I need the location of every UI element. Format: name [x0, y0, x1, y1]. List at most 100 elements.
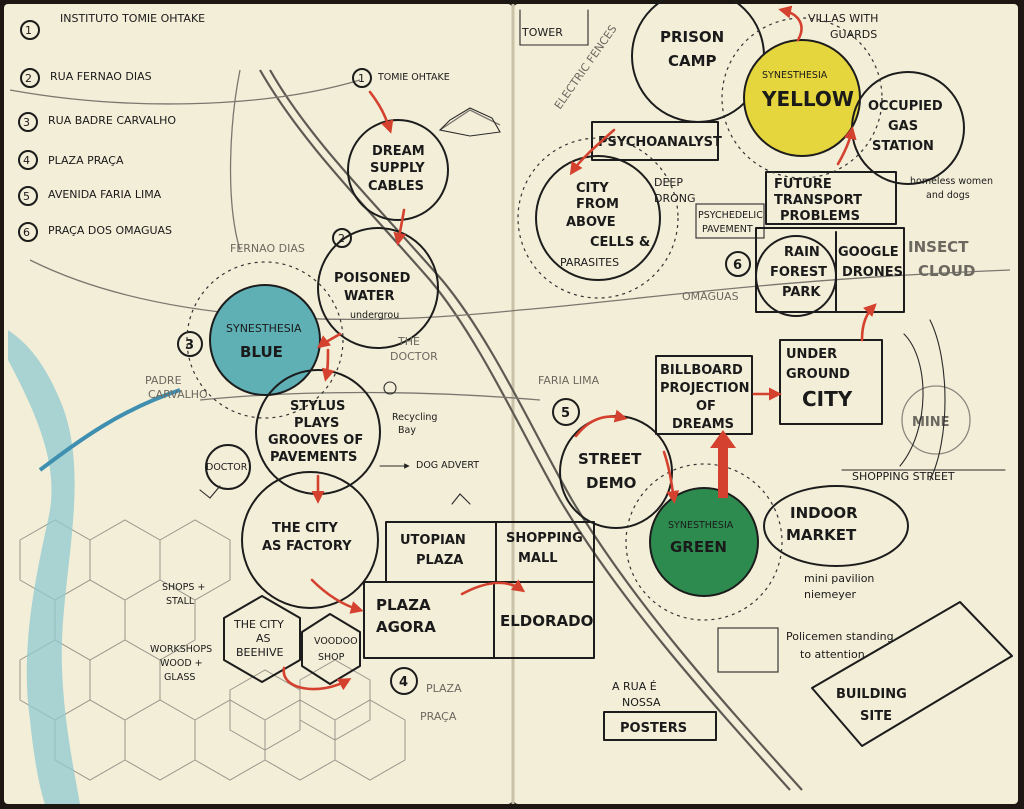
- label-padre: PADRE: [145, 374, 182, 387]
- svg-text:CAMP: CAMP: [668, 52, 717, 70]
- node-dream-supply: DREAM SUPPLY CABLES: [347, 119, 449, 221]
- node-indoor-market: INDOOR MARKET: [763, 485, 909, 567]
- legend-item-6: 6 PRAÇA DOS OMAGUAS: [18, 222, 172, 242]
- svg-text:and dogs: and dogs: [926, 190, 970, 201]
- label-workshops: WORKSHOPS WOOD + GLASS: [150, 644, 212, 683]
- marker-4: 4: [390, 667, 418, 695]
- legend-item-2: 2 RUA FERNAO DIAS: [20, 68, 152, 88]
- node-rain-forest: RAIN FOREST PARK GOOGLE DRONES: [755, 227, 905, 317]
- svg-text:VOODOO: VOODOO: [314, 636, 358, 647]
- svg-text:BEEHIVE: BEEHIVE: [236, 646, 283, 659]
- svg-text:GAS: GAS: [888, 119, 918, 134]
- svg-text:TRANSPORT: TRANSPORT: [774, 193, 862, 208]
- svg-text:6: 6: [23, 226, 30, 239]
- label-shops-stall: SHOPS + STALL: [162, 582, 205, 607]
- svg-text:Policemen standing: Policemen standing: [786, 630, 894, 643]
- svg-text:SHOPPING: SHOPPING: [506, 531, 583, 546]
- svg-text:CITY: CITY: [802, 387, 853, 411]
- svg-text:PARASITES: PARASITES: [560, 256, 619, 269]
- label-fernao-dias: FERNAO DIAS: [230, 242, 305, 255]
- svg-text:PLAZA: PLAZA: [416, 553, 463, 568]
- svg-text:SYNESTHESIA: SYNESTHESIA: [762, 70, 828, 81]
- svg-text:WATER: WATER: [344, 289, 395, 304]
- node-synesthesia-green: SYNESTHESIA GREEN: [649, 487, 759, 597]
- svg-text:GLASS: GLASS: [164, 672, 195, 683]
- svg-text:to attention: to attention: [800, 648, 865, 661]
- node-synesthesia-blue: SYNESTHESIA BLUE: [209, 284, 321, 396]
- node-doctor-small: DOCTOR: [205, 444, 251, 490]
- svg-text:2: 2: [25, 72, 32, 85]
- node-synesthesia-yellow: SYNESTHESIA YELLOW: [743, 39, 861, 157]
- red-arrows: [282, 5, 877, 691]
- svg-text:PAVEMENT: PAVEMENT: [702, 224, 753, 235]
- svg-text:SYNESTHESIA: SYNESTHESIA: [226, 322, 302, 335]
- svg-text:DOG ADVERT: DOG ADVERT: [416, 460, 479, 471]
- svg-text:AS: AS: [256, 632, 271, 645]
- svg-text:GOOGLE: GOOGLE: [838, 245, 899, 260]
- svg-text:INSECT: INSECT: [908, 238, 969, 256]
- svg-text:PSYCHEDELIC: PSYCHEDELIC: [698, 210, 763, 221]
- label-faria-lima: FARIA LIMA: [538, 374, 600, 387]
- svg-text:RAIN: RAIN: [784, 245, 820, 260]
- svg-text:DOCTOR: DOCTOR: [206, 462, 248, 473]
- node-city-above: CITY FROM ABOVE CELLS & PARASITES: [535, 155, 661, 281]
- svg-text:PLAZA: PLAZA: [376, 596, 431, 614]
- svg-text:UNDER: UNDER: [786, 347, 837, 362]
- svg-text:GROOVES OF: GROOVES OF: [268, 433, 363, 448]
- svg-text:STATION: STATION: [872, 139, 934, 154]
- marker-3: 3: [177, 331, 203, 357]
- svg-text:WOOD +: WOOD +: [160, 658, 203, 669]
- svg-text:SHOP: SHOP: [318, 652, 345, 663]
- label-deep-drone: DEEP DRONG: [654, 176, 696, 205]
- label-dog-advert: DOG ADVERT: [379, 460, 479, 471]
- svg-text:MARKET: MARKET: [786, 526, 857, 544]
- svg-text:TOMIE OHTAKE: TOMIE OHTAKE: [377, 72, 450, 83]
- svg-text:GROUND: GROUND: [786, 367, 850, 382]
- svg-text:CLOUD: CLOUD: [918, 262, 975, 280]
- svg-text:UTOPIAN: UTOPIAN: [400, 533, 466, 548]
- svg-text:Bay: Bay: [398, 425, 416, 436]
- node-psychoanalyst: PSYCHOANALYST: [591, 121, 722, 161]
- svg-text:RUA FERNAO DIAS: RUA FERNAO DIAS: [50, 70, 152, 83]
- node-city-factory: THE CITY AS FACTORY: [241, 471, 379, 609]
- svg-text:CITY: CITY: [576, 181, 609, 196]
- svg-text:5: 5: [23, 190, 30, 203]
- svg-text:PRAÇA DOS OMAGUAS: PRAÇA DOS OMAGUAS: [48, 224, 172, 237]
- svg-text:DREAMS: DREAMS: [672, 417, 734, 432]
- node-underground-city: UNDER GROUND CITY: [779, 339, 883, 425]
- svg-text:A RUA É: A RUA É: [612, 680, 657, 693]
- label-carvalho: CARVALHO: [148, 388, 208, 401]
- svg-text:STALL: STALL: [166, 596, 195, 607]
- marker-5: 5: [552, 398, 580, 426]
- label-tower: TOWER: [519, 9, 589, 46]
- svg-text:INSTITUTO TOMIE OHTAKE: INSTITUTO TOMIE OHTAKE: [60, 12, 205, 25]
- label-recycling: Recycling Bay: [392, 412, 437, 436]
- svg-text:homeless women: homeless women: [910, 176, 993, 187]
- svg-text:niemeyer: niemeyer: [804, 588, 857, 601]
- river-branch: [38, 388, 181, 472]
- svg-text:mini pavilion: mini pavilion: [804, 572, 874, 585]
- svg-text:PARK: PARK: [782, 285, 821, 300]
- label-omaguas: OMAGUAS: [682, 290, 739, 303]
- svg-text:MINE: MINE: [912, 415, 950, 430]
- node-plaza-agora: PLAZA AGORA: [363, 581, 495, 659]
- node-building-site: BUILDING SITE: [811, 601, 1013, 747]
- label-insect-cloud: INSECT CLOUD: [908, 238, 975, 280]
- svg-text:PSYCHOANALYST: PSYCHOANALYST: [598, 135, 722, 150]
- svg-text:4: 4: [23, 154, 30, 167]
- legend-item-4: 4 PLAZA PRAÇA: [18, 150, 124, 170]
- label-the-doctor: THE DOCTOR: [390, 335, 438, 363]
- svg-text:DRONG: DRONG: [654, 192, 696, 205]
- label-homeless: homeless women and dogs: [910, 176, 993, 201]
- node-posters: POSTERS: [603, 711, 717, 741]
- svg-text:GUARDS: GUARDS: [830, 28, 877, 41]
- river: [8, 330, 80, 804]
- svg-text:3: 3: [185, 338, 194, 353]
- svg-text:SHOPS +: SHOPS +: [162, 582, 205, 593]
- svg-text:PLAZA PRAÇA: PLAZA PRAÇA: [48, 154, 124, 167]
